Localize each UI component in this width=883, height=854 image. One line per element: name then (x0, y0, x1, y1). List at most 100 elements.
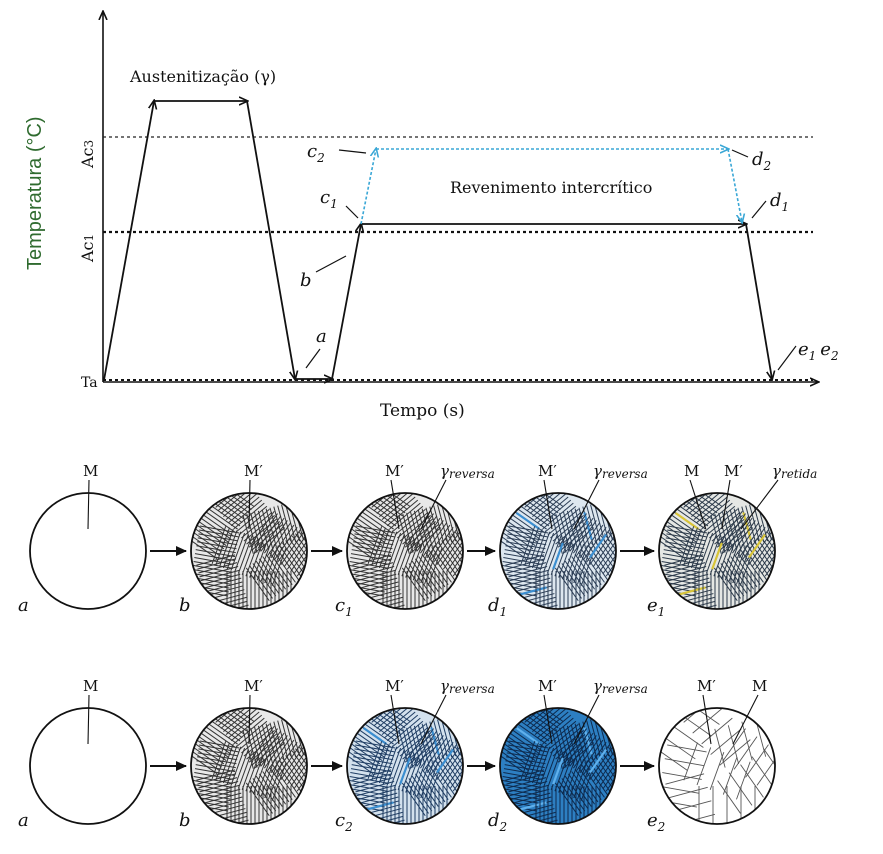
point-d1-leader (751, 200, 767, 219)
lath-line (665, 537, 706, 546)
lath-line (241, 537, 257, 575)
lath-line (505, 541, 546, 550)
lath-line (709, 752, 725, 790)
lath-line (225, 493, 257, 521)
lath-line (507, 562, 547, 574)
lath-line (736, 551, 761, 585)
phase-label: γreversa (593, 462, 648, 481)
lath-line (745, 744, 769, 778)
lath-line (391, 720, 424, 748)
lath-line (420, 520, 444, 554)
lath-line (408, 563, 433, 597)
lath-line (347, 572, 388, 581)
lath-line (283, 533, 307, 568)
lath-line (512, 581, 552, 593)
lath-line (355, 781, 395, 793)
lath-line (230, 714, 263, 742)
label-leader (87, 694, 90, 745)
lath-line (196, 756, 237, 765)
phase-lath (748, 533, 766, 559)
lath-line (265, 723, 277, 763)
lath-line (746, 544, 771, 579)
lath-line (353, 537, 394, 546)
lath-line (444, 752, 463, 787)
lath-line (542, 717, 574, 745)
lath-line (692, 708, 724, 734)
lath-line (211, 741, 227, 780)
lath-line (298, 745, 307, 780)
lath-line (735, 522, 760, 556)
point-c1-label: c1 (320, 187, 338, 211)
lath-line (587, 759, 612, 794)
lath-line (722, 728, 746, 762)
lath-line (389, 502, 421, 530)
lath-line (571, 556, 596, 590)
lath-line (671, 581, 711, 593)
phase-label: M (83, 677, 98, 695)
lath-line (386, 499, 419, 527)
lath-line (278, 759, 303, 794)
lath-line (381, 493, 413, 521)
lath-line (535, 531, 551, 570)
label-leader (390, 694, 400, 745)
phase-label: M (752, 677, 767, 695)
lath-line (666, 562, 706, 574)
lath-line (756, 537, 775, 572)
phase-lath (589, 533, 607, 559)
lath-line (296, 543, 307, 577)
lath-line (701, 717, 733, 745)
lath-line (245, 782, 270, 817)
lath-line (220, 708, 252, 729)
lath-line (352, 769, 392, 781)
lath-line (423, 522, 448, 556)
lath-line (446, 538, 463, 572)
lath-line (546, 750, 562, 789)
lath-line (201, 788, 241, 801)
lath-line (722, 511, 734, 551)
lath-line (393, 535, 409, 574)
lath-line (198, 562, 238, 574)
lath-line (766, 530, 775, 565)
lath-line (586, 720, 598, 760)
heating-segment (103, 101, 154, 381)
cooling-segment (745, 223, 772, 379)
point-d2-leader (731, 149, 749, 158)
lath-line (667, 566, 707, 578)
lath-line (246, 728, 258, 768)
lath-line (500, 750, 527, 775)
lath-line (260, 732, 285, 767)
lath-line (460, 713, 463, 753)
lath-line (262, 556, 287, 590)
lath-line (405, 539, 420, 578)
lath-line (506, 752, 547, 761)
lath-line (433, 505, 445, 545)
lath-line (573, 520, 597, 554)
lath-line (410, 726, 422, 766)
phase-label: M′ (244, 677, 263, 695)
label-leader (689, 479, 707, 530)
lath-line (444, 537, 463, 572)
label-leader (248, 479, 251, 530)
lath-line (406, 510, 431, 545)
lath-line (501, 783, 541, 792)
lath-line (738, 524, 763, 559)
lath-line (686, 493, 720, 510)
lath-line (714, 518, 746, 545)
phase-lath (399, 757, 411, 785)
phase-lath (362, 727, 388, 745)
lath-line (200, 569, 240, 582)
lath-line (288, 537, 307, 572)
lath-line (273, 527, 298, 561)
grain-circle (30, 708, 146, 824)
lath-line (439, 748, 463, 783)
phase-label: γreversa (440, 462, 495, 481)
point-a-leader (305, 348, 321, 369)
lath-line (197, 773, 237, 785)
lath-line (195, 764, 236, 773)
lath-line (223, 708, 255, 732)
lath-line (270, 739, 295, 774)
lath-line (402, 733, 434, 760)
lath-line (390, 534, 405, 573)
lath-line (518, 604, 558, 609)
